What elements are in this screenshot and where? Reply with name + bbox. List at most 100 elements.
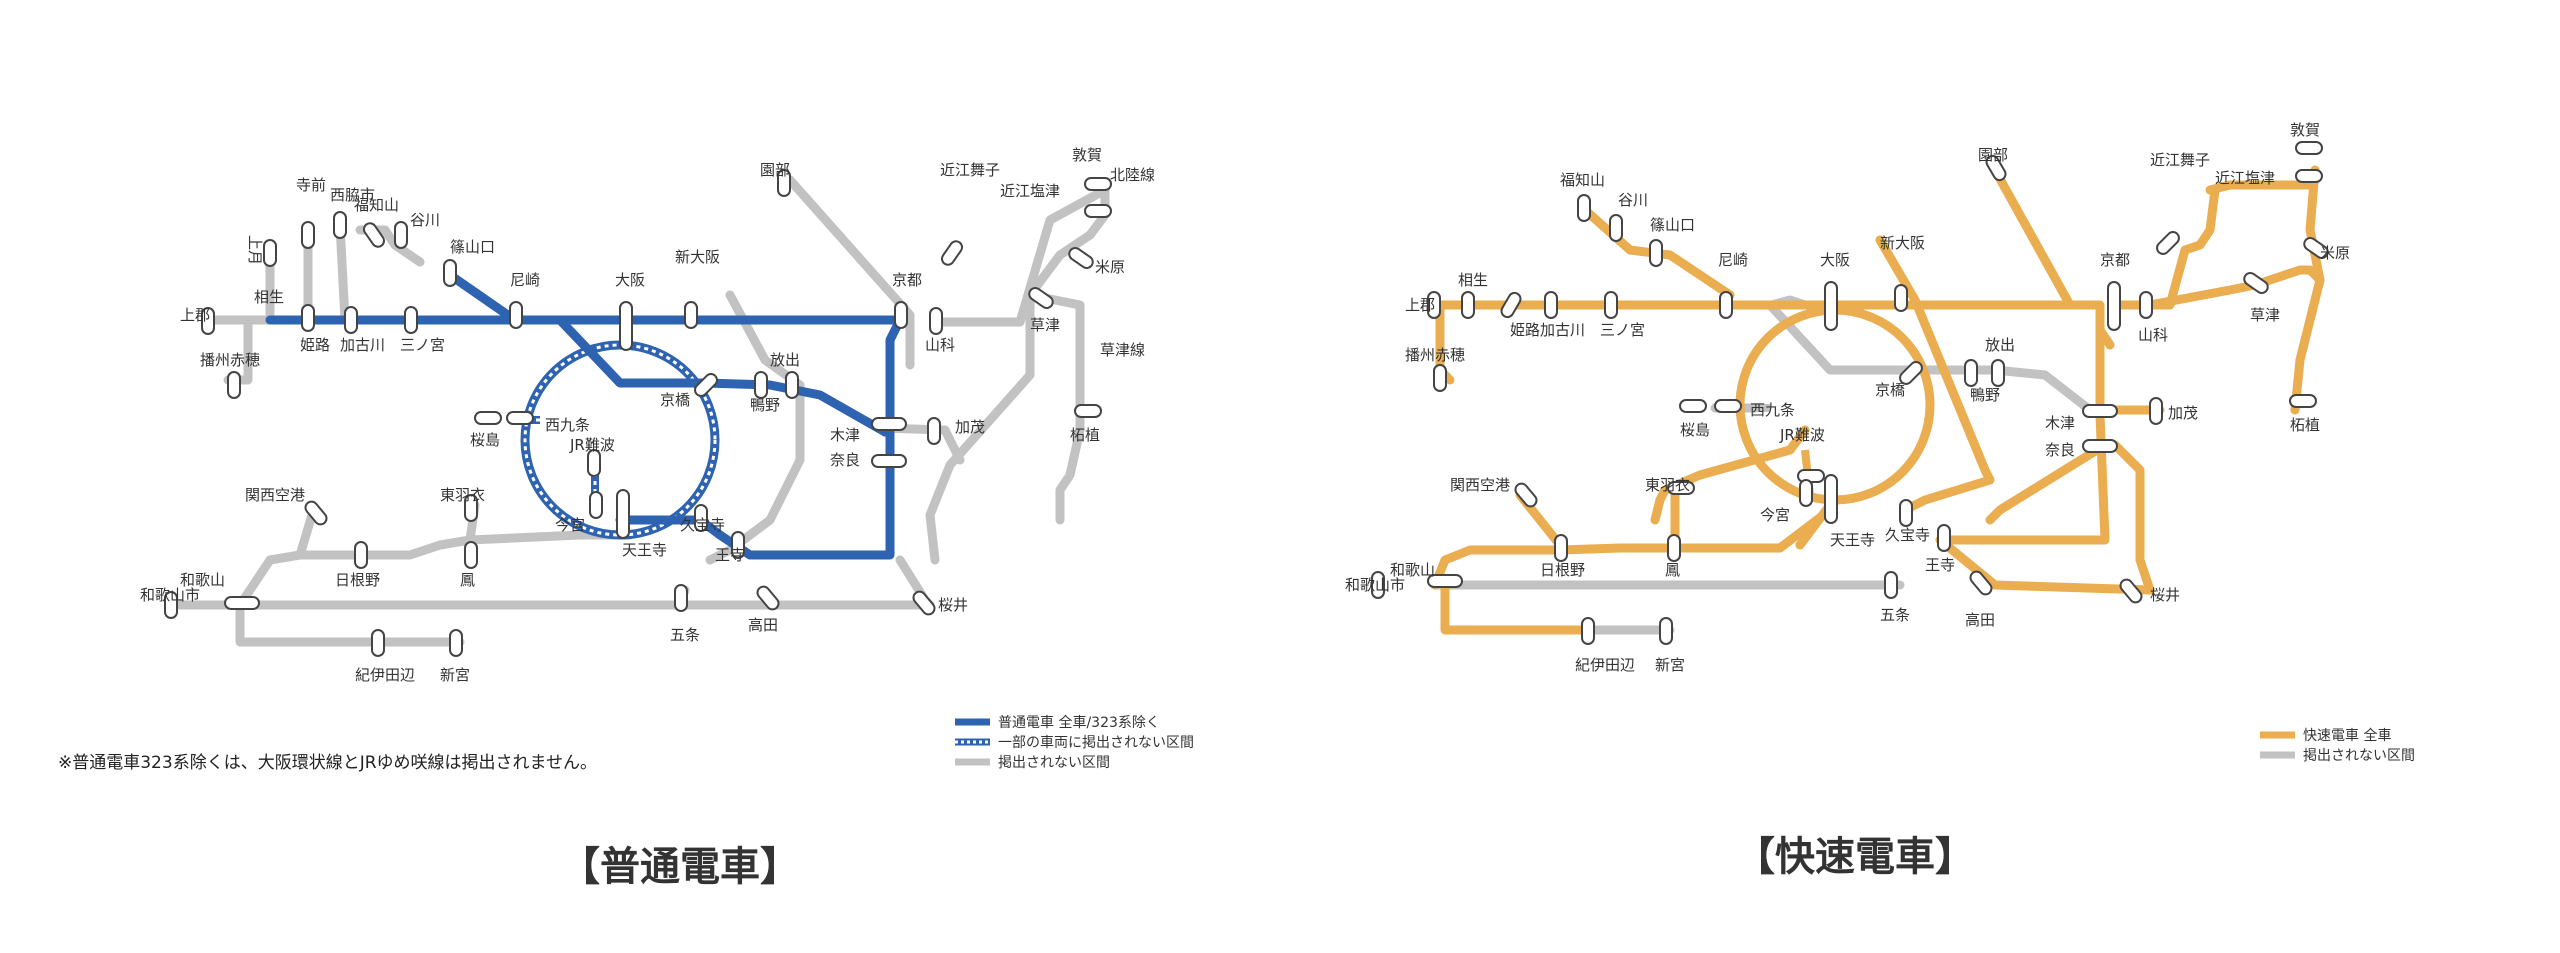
right-caption: 【快速電車】 bbox=[1735, 834, 1975, 880]
station-label: 加茂 bbox=[2168, 404, 2198, 422]
station-label: 東羽衣 bbox=[1645, 476, 1690, 494]
station-label: 王寺 bbox=[715, 546, 745, 564]
station-label: 新宮 bbox=[1655, 656, 1685, 674]
station-label: 桜島 bbox=[1680, 421, 1710, 439]
station-label: 山科 bbox=[925, 336, 955, 354]
legend-orange-label: 快速電車 全車 bbox=[2303, 727, 2391, 744]
right-legend: 快速電車 全車 掲出されない区間 bbox=[2260, 727, 2415, 764]
station-label: 日根野 bbox=[1540, 561, 1585, 579]
station-label: 寺前 bbox=[296, 176, 326, 194]
left-gray-lines bbox=[175, 175, 1110, 647]
right-route-map: 福知山 谷川 篠山口 上郡 相生 姫路 加古川 三ノ宮 尼崎 大阪 新大阪 京都… bbox=[1345, 121, 2415, 880]
station-label: 京橋 bbox=[1875, 381, 1905, 399]
station-label: 草津線 bbox=[1100, 341, 1145, 359]
station-label: 紀伊田辺 bbox=[1575, 656, 1635, 674]
left-station-labels: 上月 寺前 西脇市 福知山 谷川 篠山口 上郡 相生 姫路 加古川 三ノ宮 尼崎… bbox=[140, 146, 1155, 684]
station-label: 加古川 bbox=[340, 336, 385, 354]
legend-dotted-label: 一部の車両に掲出されない区間 bbox=[998, 734, 1194, 751]
station-label: 近江塩津 bbox=[1000, 182, 1060, 200]
station-label: 草津 bbox=[1030, 316, 1060, 334]
station-label: 木津 bbox=[830, 426, 860, 444]
station-label: 加茂 bbox=[955, 418, 985, 436]
station-label: 関西空港 bbox=[245, 486, 305, 504]
station-label: 東羽衣 bbox=[440, 486, 485, 504]
station-label: 米原 bbox=[2320, 244, 2350, 262]
station-label: 新大阪 bbox=[1880, 234, 1925, 252]
station-label: 草津 bbox=[2250, 306, 2280, 324]
station-label: 園部 bbox=[1978, 146, 2008, 164]
station-label: 新宮 bbox=[440, 666, 470, 684]
right-stations bbox=[1371, 141, 2329, 645]
station-label: 三ノ宮 bbox=[400, 336, 445, 354]
station-label: 鴨野 bbox=[1970, 386, 2000, 404]
station-label: 近江舞子 bbox=[2150, 151, 2210, 169]
station-label: 五条 bbox=[670, 626, 700, 644]
station-label: 天王寺 bbox=[1830, 531, 1875, 549]
station-label: 福知山 bbox=[354, 196, 399, 214]
station-label: 大阪 bbox=[1820, 251, 1850, 269]
station-label: 新大阪 bbox=[675, 248, 720, 266]
station-label: 大阪 bbox=[615, 271, 645, 289]
station-label: 加古川 bbox=[1540, 321, 1585, 339]
station-label: 近江塩津 bbox=[2215, 169, 2275, 187]
station-label: 山科 bbox=[2138, 326, 2168, 344]
station-label: 和歌山 bbox=[1390, 561, 1435, 579]
station-label: 西九条 bbox=[545, 416, 590, 434]
station-label: 柘植 bbox=[2290, 416, 2320, 434]
legend-gray-label: 掲出されない区間 bbox=[998, 755, 1110, 771]
station-label: 京都 bbox=[2100, 251, 2130, 269]
station-label: 谷川 bbox=[1618, 191, 1648, 209]
station-label: 相生 bbox=[1458, 271, 1488, 289]
legend-gray-label: 掲出されない区間 bbox=[2303, 748, 2415, 764]
station-label: 日根野 bbox=[335, 571, 380, 589]
station-label: 関西空港 bbox=[1450, 476, 1510, 494]
station-label: 桜井 bbox=[938, 596, 968, 614]
station-label: 姫路 bbox=[300, 336, 330, 354]
station-label: 今宮 bbox=[1760, 506, 1790, 524]
station-label: 柘植 bbox=[1070, 426, 1100, 444]
station-label: 鴨野 bbox=[750, 396, 780, 414]
station-label: 紀伊田辺 bbox=[355, 666, 415, 684]
station-label: JR難波 bbox=[569, 436, 615, 454]
station-label: 篠山口 bbox=[450, 238, 495, 256]
legend-solid-label: 普通電車 全車/323系除く bbox=[998, 714, 1160, 731]
station-label: 播州赤穂 bbox=[1405, 346, 1465, 364]
station-label: 五条 bbox=[1880, 606, 1910, 624]
station-label: 天王寺 bbox=[622, 541, 667, 559]
station-label: 高田 bbox=[748, 616, 778, 634]
left-note: ※普通電車323系除くは、大阪環状線とJRゆめ咲線は掲出されません。 bbox=[58, 753, 597, 773]
station-label: 上郡 bbox=[1405, 296, 1435, 314]
station-label: JR難波 bbox=[1779, 426, 1825, 444]
station-label: 京都 bbox=[892, 271, 922, 289]
station-label: 姫路 bbox=[1510, 321, 1540, 339]
station-label: 久宝寺 bbox=[1885, 526, 1930, 544]
left-route-map: 上月 寺前 西脇市 福知山 谷川 篠山口 上郡 相生 姫路 加古川 三ノ宮 尼崎… bbox=[58, 146, 1194, 890]
station-label: 篠山口 bbox=[1650, 216, 1695, 234]
station-label: 北陸線 bbox=[1110, 166, 1155, 184]
left-blue-lines bbox=[265, 270, 905, 560]
station-label: 敦賀 bbox=[2290, 121, 2320, 139]
station-label: 放出 bbox=[770, 351, 800, 369]
station-label: 谷川 bbox=[410, 211, 440, 229]
station-label: 久宝寺 bbox=[680, 516, 725, 534]
station-label: 相生 bbox=[254, 288, 284, 306]
left-caption: 【普通電車】 bbox=[560, 844, 800, 890]
station-label: 上郡 bbox=[180, 306, 210, 324]
station-label: 京橋 bbox=[660, 391, 690, 409]
station-label: 和歌山市 bbox=[140, 586, 200, 604]
station-label: 奈良 bbox=[2045, 441, 2075, 459]
right-station-labels: 福知山 谷川 篠山口 上郡 相生 姫路 加古川 三ノ宮 尼崎 大阪 新大阪 京都… bbox=[1345, 121, 2350, 674]
station-label: 放出 bbox=[1985, 336, 2015, 354]
station-label: 西九条 bbox=[1750, 401, 1795, 419]
station-label: 鳳 bbox=[460, 571, 475, 589]
station-label: 今宮 bbox=[555, 516, 585, 534]
station-label: 木津 bbox=[2045, 414, 2075, 432]
left-legend: 普通電車 全車/323系除く 一部の車両に掲出されない区間 掲出されない区間 bbox=[955, 714, 1194, 771]
station-label: 敦賀 bbox=[1072, 146, 1102, 164]
station-label: 王寺 bbox=[1925, 556, 1955, 574]
left-stations bbox=[164, 169, 1112, 657]
station-label: 桜島 bbox=[470, 431, 500, 449]
station-label: 福知山 bbox=[1560, 171, 1605, 189]
station-label: 和歌山市 bbox=[1345, 576, 1405, 594]
station-label: 園部 bbox=[760, 161, 790, 179]
